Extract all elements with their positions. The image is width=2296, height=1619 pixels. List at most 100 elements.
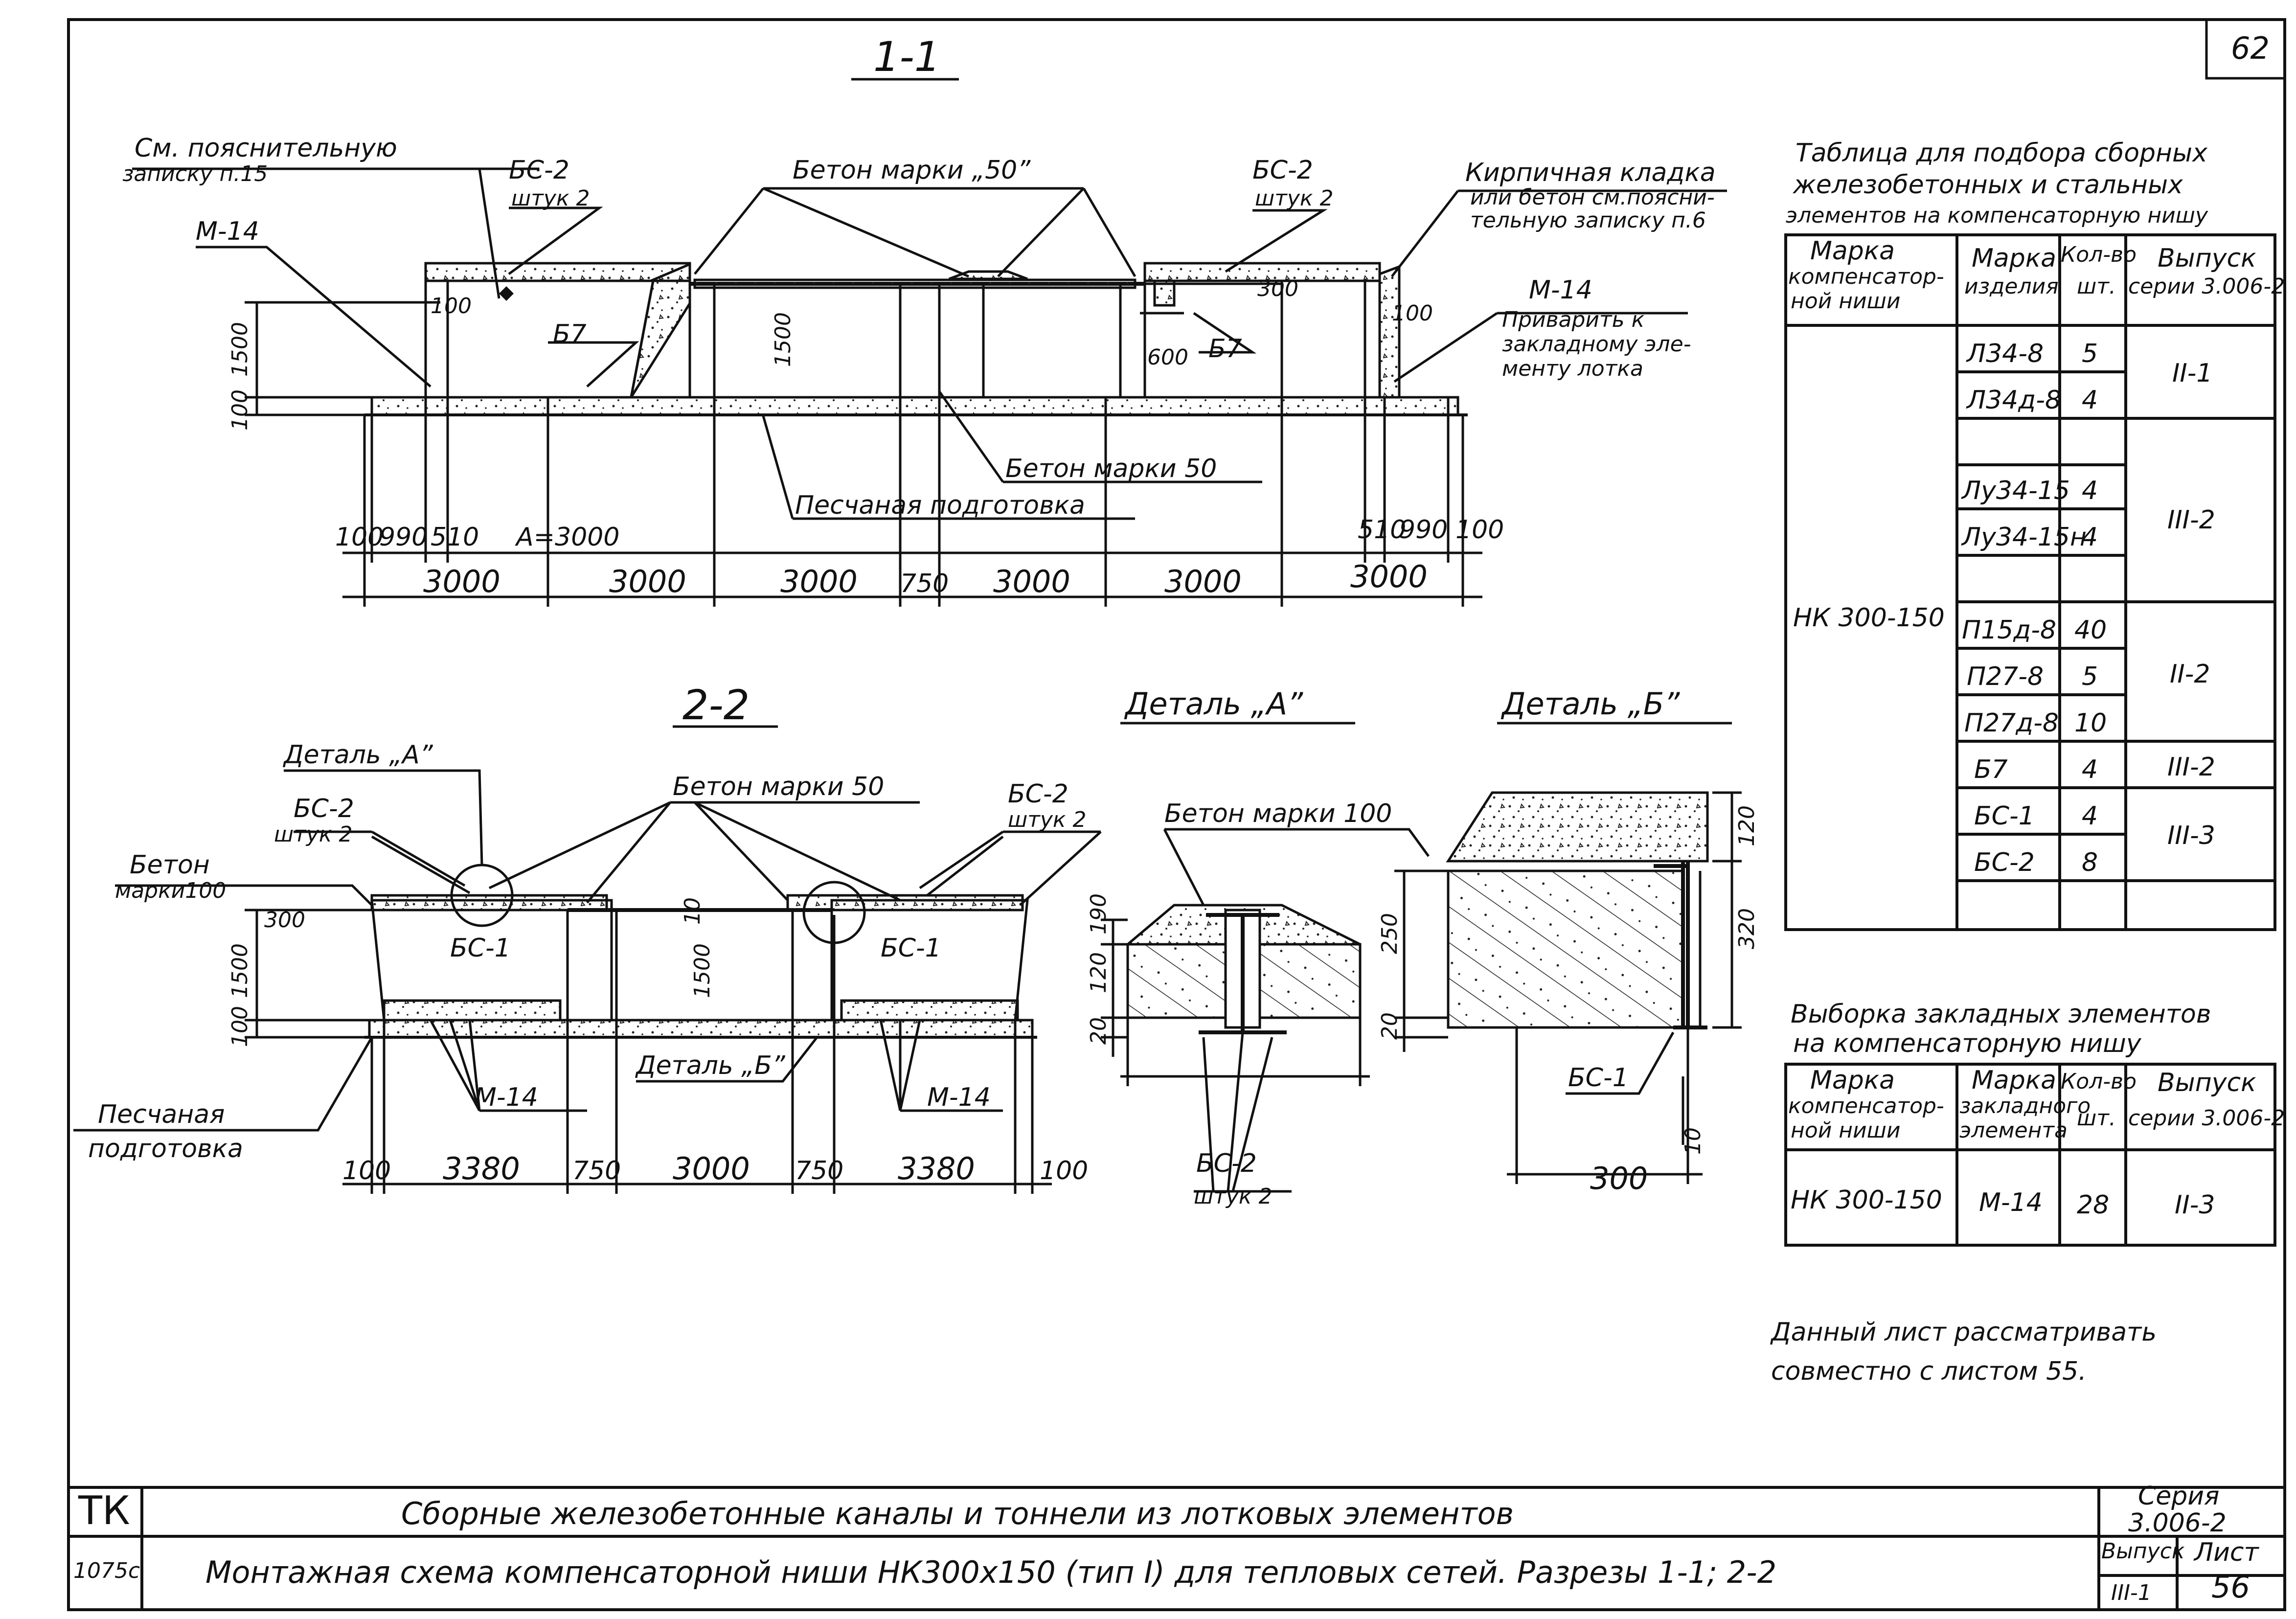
table1-h2b: изделия — [1964, 274, 2059, 299]
s1-dim-1-4: 510 — [1358, 515, 1406, 545]
s1-bs2-right: БС-2 — [1252, 156, 1313, 185]
table1-h3b: шт. — [2077, 274, 2116, 299]
table1-item-8: П27д-8 — [1964, 708, 2059, 738]
note-line-2: совместно с листом 55. — [1771, 1357, 2087, 1386]
s2-dim-4: 750 — [795, 1156, 843, 1186]
title-line-2: Монтажная схема компенсаторной ниши НК30… — [205, 1554, 1776, 1590]
detail-b-title: Деталь „Б” — [1500, 686, 1680, 722]
selection-table: Таблица для подбора сборных железобетонн… — [1784, 138, 2285, 931]
detail-a-bs2: БС-2 — [1196, 1149, 1257, 1178]
table2-h3b: шт. — [2077, 1106, 2116, 1131]
s2-dims-row: 100 3380 750 3000 750 3380 100 — [342, 1151, 1088, 1186]
table2-issue: II-3 — [2175, 1190, 2215, 1220]
s1-dim-2-6: 3000 — [1350, 559, 1428, 594]
table1-item-6: П15д-8 — [1962, 616, 2056, 645]
table1-qty-11: 8 — [2082, 848, 2098, 877]
table1-h1a: Марка — [1810, 236, 1895, 266]
table2-niche: НК 300-150 — [1791, 1186, 1942, 1215]
title-sheet-label: Лист — [2193, 1538, 2259, 1567]
detail-a-title: Деталь „А” — [1124, 686, 1303, 722]
s1-dim-1-6: 100 — [1455, 515, 1504, 545]
s1-concrete-50-mid: Бетон марки 50 — [1005, 454, 1217, 483]
table1-item-7: П27-8 — [1967, 662, 2044, 691]
table1-qty-10: 4 — [2082, 801, 2098, 831]
s1-dim-100-right: 100 — [1392, 301, 1433, 326]
title-tk: ТК — [78, 1488, 130, 1533]
s1-bs2-left-qty: штук 2 — [511, 186, 590, 211]
detail-b-dim-300: 300 — [1590, 1161, 1648, 1196]
title-series-label: Серия — [2138, 1482, 2219, 1511]
s2-concrete-50: Бетон марки 50 — [673, 772, 884, 801]
s2-bs1-right: БС-1 — [881, 934, 941, 963]
table2-item: М-14 — [1979, 1188, 2043, 1217]
table2-h4b: серии 3.006-2 — [2128, 1106, 2285, 1131]
s2-sand-2: подготовка — [88, 1134, 243, 1163]
s1-sand-prep: Песчаная подготовка — [795, 491, 1085, 520]
table1-niche: НК 300-150 — [1793, 603, 1945, 633]
section-2-2: 2-2 — [73, 681, 1102, 1194]
s1-dim-600: 600 — [1147, 345, 1188, 370]
s1-m14-right: М-14 — [1529, 275, 1592, 305]
table1-title-2: железобетонных и стальных — [1793, 170, 2183, 200]
s1-dim-2-0: 3000 — [423, 564, 500, 599]
title-sheet-value: 56 — [2211, 1569, 2250, 1605]
s1-dim-1-0: 100 — [335, 523, 384, 552]
s1-dims-row-2: 3000 3000 3000 750 3000 3000 3000 — [423, 559, 1428, 599]
s1-concrete-50-top: Бетон марки „50” — [793, 156, 1031, 185]
detail-b: Деталь „Б” 120 250 320 20 — [1377, 686, 1759, 1196]
table2-h2a: Марка — [1972, 1066, 2056, 1095]
s1-b7-left: Б7 — [553, 319, 587, 349]
section-1-1: 1-1 — [122, 33, 1727, 607]
s1-weld-3: менту лотка — [1502, 356, 1643, 381]
s2-bs2-left-qty: штук 2 — [274, 822, 353, 847]
table1-item-0: Л34-8 — [1966, 339, 2044, 368]
s1-m14-left: М-14 — [196, 217, 259, 246]
table1-qty-9: 4 — [2082, 755, 2098, 784]
table1-qty-7: 5 — [2082, 662, 2098, 691]
s2-detail-b: Деталь „Б” — [635, 1051, 786, 1080]
s1-bs2-left: БС-2 — [509, 156, 569, 185]
table1-h1c: ной ниши — [1791, 289, 1901, 314]
table2-title-2: на компенсаторную нишу — [1793, 1029, 2142, 1058]
table1-h4b: серии 3.006-2 — [2128, 274, 2285, 299]
table1-title-3: элементов на компенсаторную нишу — [1786, 203, 2208, 228]
s2-concrete-2: марки100 — [115, 878, 226, 903]
s1-dim-2-4: 3000 — [993, 564, 1070, 599]
s1-see-note-2: записку п.15 — [122, 161, 268, 186]
s1-weld-2: закладному эле- — [1502, 332, 1691, 357]
detail-a: Деталь „А” Бетон марки 100 190 12 — [1086, 686, 1430, 1209]
s2-dim-300: 300 — [264, 908, 305, 933]
s1-dim-2-1: 3000 — [609, 564, 686, 599]
s1-brick-3: тельную записку п.6 — [1470, 208, 1706, 233]
s1-dim-1-3: A=3000 — [515, 523, 619, 552]
detail-b-dim-250: 250 — [1377, 913, 1402, 954]
s2-dim-5: 3380 — [898, 1151, 975, 1186]
s1-dims-row-1: 100 990 510 A=3000 510 990 100 — [335, 515, 1504, 552]
title-issue-value: III-1 — [2111, 1580, 2152, 1605]
note-line-1: Данный лист рассматривать — [1770, 1318, 2157, 1347]
table2-h1c: ной ниши — [1791, 1118, 1901, 1143]
table2-title-1: Выборка закладных элементов — [1791, 1000, 2211, 1029]
table2-h1b: компенсатор- — [1788, 1094, 1944, 1118]
s2-dim-1500-mid: 1500 — [690, 943, 715, 998]
detail-a-concrete: Бетон марки 100 — [1164, 799, 1392, 828]
s2-m14-right: М-14 — [927, 1083, 991, 1112]
table1-issue-2: II-2 — [2170, 660, 2210, 689]
table1-qty-0: 5 — [2082, 339, 2098, 368]
s1-bs2-right-qty: штук 2 — [1255, 186, 1334, 211]
s2-dim-1: 3380 — [443, 1151, 520, 1186]
s2-dim-3: 3000 — [673, 1151, 750, 1186]
table1-h3a: Кол-во — [2061, 242, 2137, 267]
table2-h2c: элемента — [1959, 1118, 2068, 1143]
table1-h2a: Марка — [1972, 244, 2056, 273]
s2-dim-100: 100 — [227, 1006, 252, 1047]
table2-h4a: Выпуск — [2158, 1068, 2256, 1097]
table1-item-9: Б7 — [1974, 755, 2008, 784]
title-series-value: 3.006-2 — [2128, 1508, 2227, 1538]
s1-dim-1-1: 990 — [379, 523, 428, 552]
table1-qty-8: 10 — [2074, 708, 2107, 738]
detail-a-dim-20: 20 — [1086, 1017, 1111, 1045]
s2-bs2-right-qty: штук 2 — [1008, 807, 1087, 832]
table1-item-10: БС-1 — [1974, 801, 2035, 831]
table1-qty-3: 4 — [2082, 476, 2098, 505]
